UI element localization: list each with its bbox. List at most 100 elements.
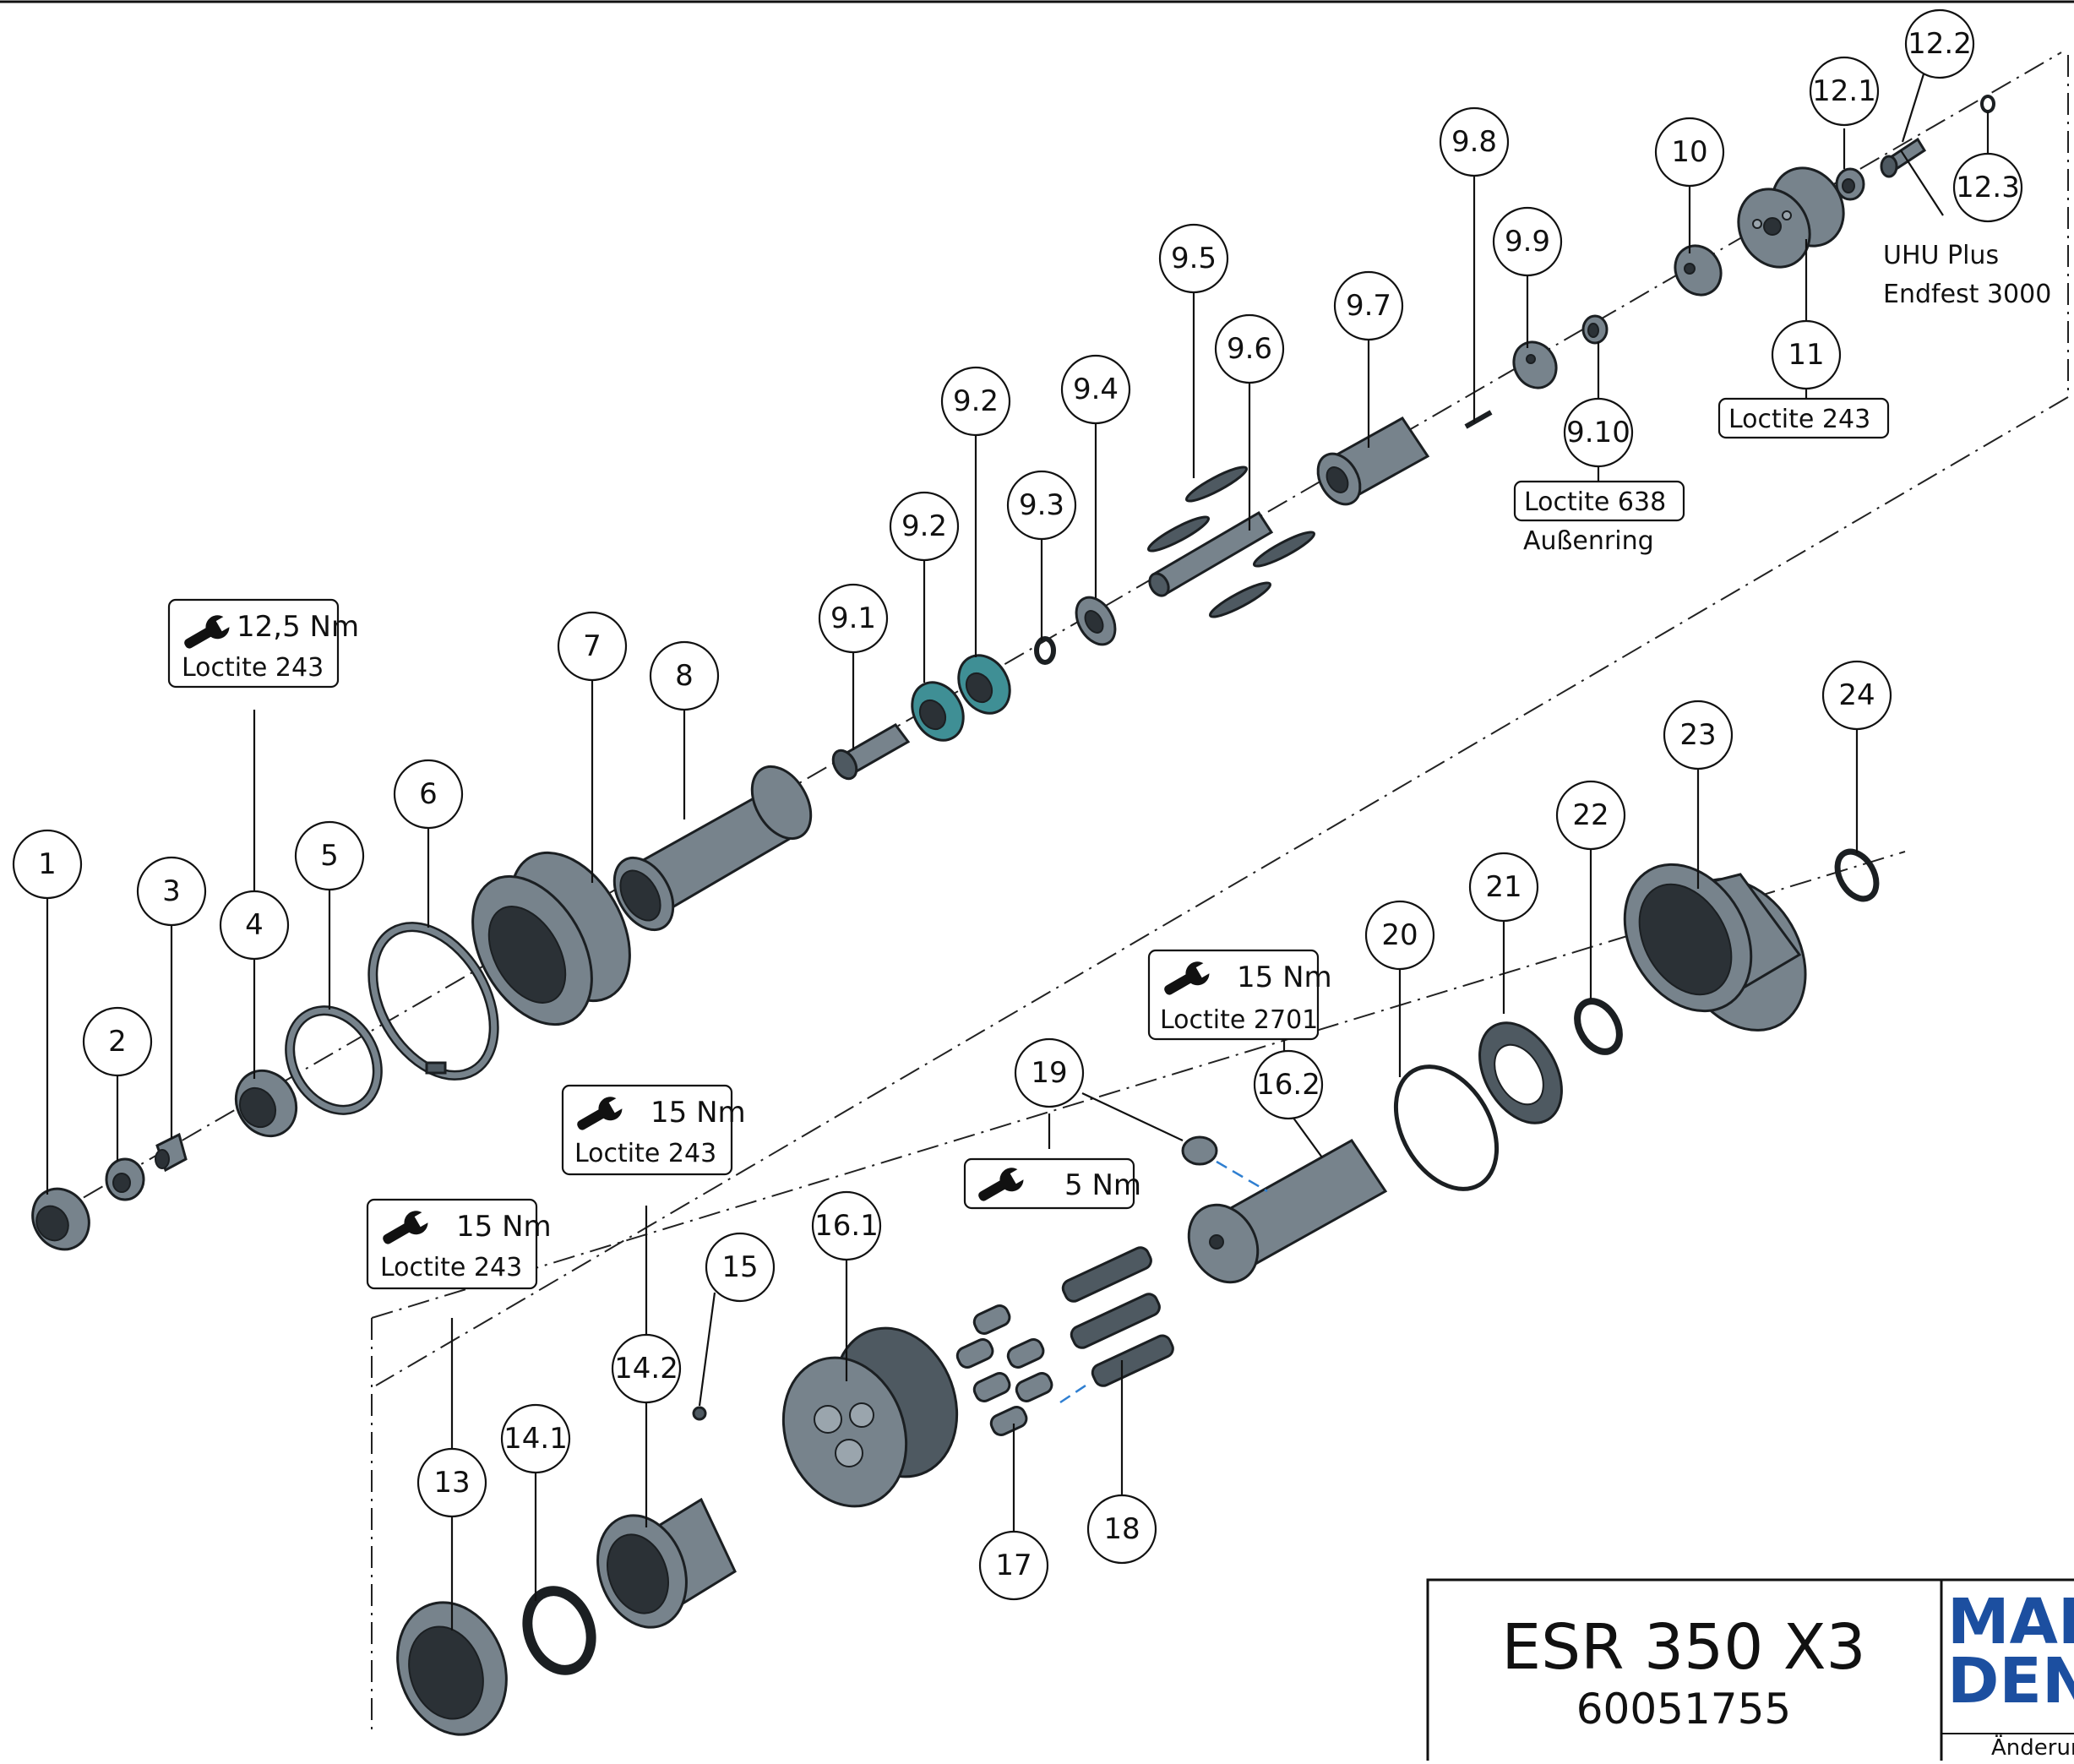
part-22-ring — [1574, 998, 1623, 1055]
part-1-ring — [31, 1187, 90, 1251]
drawing-number: 60051755 — [1576, 1685, 1792, 1734]
part-9-2-bearing-a — [911, 681, 965, 742]
part-15-ball — [692, 1406, 707, 1421]
part-9-8-pin — [1464, 410, 1493, 429]
svg-text:12.1: 12.1 — [1812, 74, 1876, 108]
svg-text:20: 20 — [1381, 918, 1418, 952]
part-9-10-bearing — [1581, 314, 1609, 345]
svg-text:12.3: 12.3 — [1956, 171, 2020, 204]
callout-1: 1 — [12, 829, 83, 900]
drawing-title: ESR 350 X3 — [1501, 1611, 1865, 1684]
aux-lines — [1059, 1160, 1268, 1404]
svg-text:10: 10 — [1671, 135, 1707, 169]
callout-19: 19 — [1014, 1037, 1085, 1108]
callout-9-5: 9.5 — [1158, 223, 1229, 294]
svg-text:13: 13 — [433, 1466, 470, 1500]
svg-text:9.3: 9.3 — [1019, 488, 1064, 522]
wrench-icon — [1164, 961, 1212, 995]
callout-12-1: 12.1 — [1809, 56, 1880, 127]
svg-text:8: 8 — [675, 659, 694, 693]
callout-9-9: 9.9 — [1492, 206, 1563, 277]
annotation-part-12: UHU Plus Endfest 3000 — [1883, 241, 2051, 309]
annotation-part-4: 12,5 Nm Loctite 243 — [167, 598, 359, 689]
annotation-part-13: 15 Nm Loctite 243 — [366, 1198, 552, 1290]
callout-9-6: 9.6 — [1214, 313, 1285, 384]
link-axis-diagonal — [375, 396, 2069, 1386]
svg-text:17: 17 — [995, 1549, 1032, 1582]
part-9-1-shaft — [831, 723, 911, 781]
svg-text:5 Nm: 5 Nm — [1064, 1168, 1141, 1202]
svg-text:Loctite 243: Loctite 243 — [182, 653, 324, 683]
callout-5: 5 — [294, 820, 365, 891]
callout-4: 4 — [219, 890, 290, 961]
part-9-3-small-ring — [1034, 636, 1056, 665]
part-21-washer — [1478, 1021, 1563, 1124]
part-12-3-small-ring — [1980, 95, 1995, 113]
wrench-icon — [577, 1097, 625, 1130]
wrench-icon — [184, 615, 232, 649]
annotation-part-9-10: Loctite 638 Außenring — [1513, 480, 1685, 556]
annotation-part-11: Loctite 243 — [1717, 397, 1890, 439]
part-24-circlip — [1834, 848, 1880, 902]
part-16-2-shaft — [1187, 1139, 1388, 1284]
svg-text:1: 1 — [38, 847, 57, 881]
callout-9-2a: 9.2 — [889, 491, 960, 562]
part-9-4-washer — [1075, 596, 1117, 646]
title-block: ESR 350 X3 60051755 MAN DEN Änderung — [1426, 1578, 2074, 1764]
svg-text:23: 23 — [1679, 718, 1716, 752]
part-19-nut — [1181, 1135, 1218, 1166]
callouts: 1 2 3 4 5 6 7 8 9.1 9.2 9.2 9.3 9.4 9.5 … — [12, 8, 2023, 1601]
logo-text-line2: DEN — [1947, 1645, 2074, 1718]
part-11-cap — [1737, 166, 1845, 269]
svg-text:9.6: 9.6 — [1227, 332, 1272, 366]
callout-22: 22 — [1555, 780, 1626, 851]
svg-text:Loctite 243: Loctite 243 — [1728, 405, 1870, 434]
callout-6: 6 — [393, 759, 464, 830]
annotation-part-19: 5 Nm — [963, 1157, 1141, 1210]
part-13-ring-nut — [396, 1601, 508, 1736]
callout-23: 23 — [1663, 700, 1734, 770]
svg-text:9.1: 9.1 — [830, 602, 876, 635]
callout-14-1: 14.1 — [500, 1403, 571, 1474]
callout-10: 10 — [1654, 117, 1725, 188]
svg-text:6: 6 — [419, 777, 438, 811]
svg-text:15 Nm: 15 Nm — [1237, 961, 1332, 994]
svg-text:4: 4 — [245, 908, 264, 942]
callout-2: 2 — [82, 1006, 153, 1077]
callout-20: 20 — [1364, 900, 1435, 971]
svg-text:9.2: 9.2 — [901, 509, 947, 543]
part-18-springs — [1061, 1246, 1174, 1387]
annotation-part-14-2: 15 Nm Loctite 243 — [561, 1084, 746, 1176]
svg-text:9.10: 9.10 — [1566, 416, 1630, 449]
svg-text:9.2: 9.2 — [953, 384, 999, 418]
part-2-nut — [105, 1157, 145, 1201]
svg-text:7: 7 — [583, 629, 602, 663]
callout-9-7: 9.7 — [1333, 270, 1404, 341]
svg-text:9.9: 9.9 — [1505, 225, 1550, 259]
part-5-clamp-ring — [285, 1005, 383, 1115]
svg-text:24: 24 — [1838, 678, 1875, 712]
part-16-1-cylinder — [781, 1326, 959, 1508]
svg-text:18: 18 — [1103, 1512, 1140, 1546]
part-14-2-sleeve — [596, 1497, 737, 1629]
svg-text:11: 11 — [1788, 338, 1824, 372]
svg-text:3: 3 — [162, 874, 181, 908]
callout-9-10: 9.10 — [1563, 397, 1634, 468]
callout-16-2: 16.2 — [1253, 1049, 1324, 1120]
callout-12-3: 12.3 — [1952, 152, 2023, 223]
logo-text-line1: MAN — [1947, 1586, 2074, 1658]
svg-text:Loctite 243: Loctite 243 — [380, 1253, 522, 1282]
svg-text:Loctite 2701: Loctite 2701 — [1160, 1005, 1318, 1035]
svg-text:Loctite 638: Loctite 638 — [1524, 487, 1666, 517]
annotations: 12,5 Nm Loctite 243 Loctite 243 Loctite … — [167, 241, 2051, 1290]
callout-24: 24 — [1821, 660, 1892, 731]
part-12-1-small-bearing — [1835, 167, 1865, 201]
svg-text:9.4: 9.4 — [1073, 373, 1119, 406]
callout-16-1: 16.1 — [811, 1190, 882, 1261]
callout-12-2: 12.2 — [1904, 8, 1975, 79]
part-23-housing — [1623, 863, 1807, 1032]
part-9-6-rotor — [1148, 510, 1274, 597]
part-10-end-plate — [1674, 244, 1723, 297]
